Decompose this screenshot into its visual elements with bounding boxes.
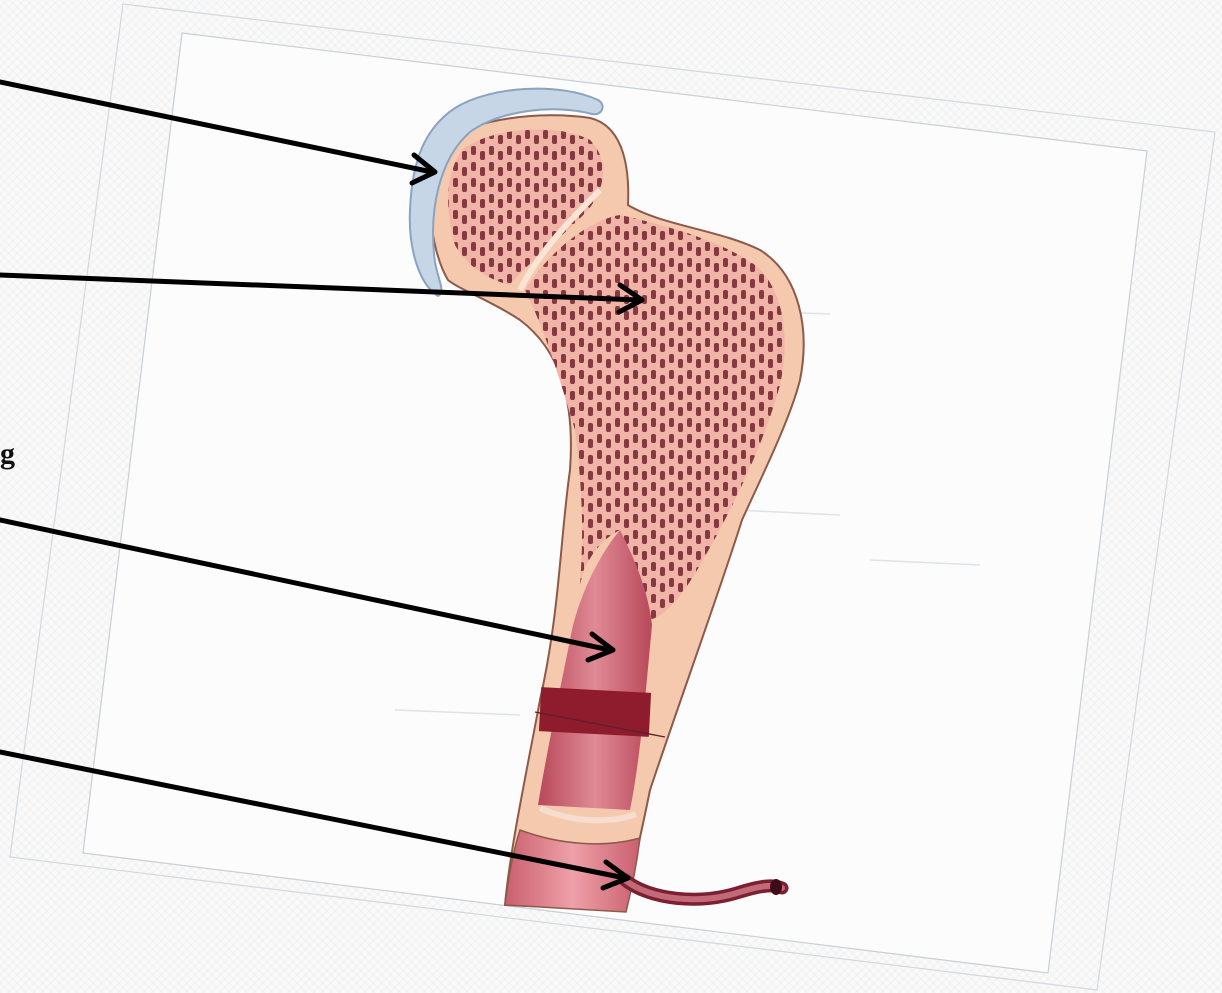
nutrient-artery-end: [770, 879, 782, 895]
cut-off-label: g: [0, 434, 15, 474]
marrow-band: [539, 687, 651, 737]
